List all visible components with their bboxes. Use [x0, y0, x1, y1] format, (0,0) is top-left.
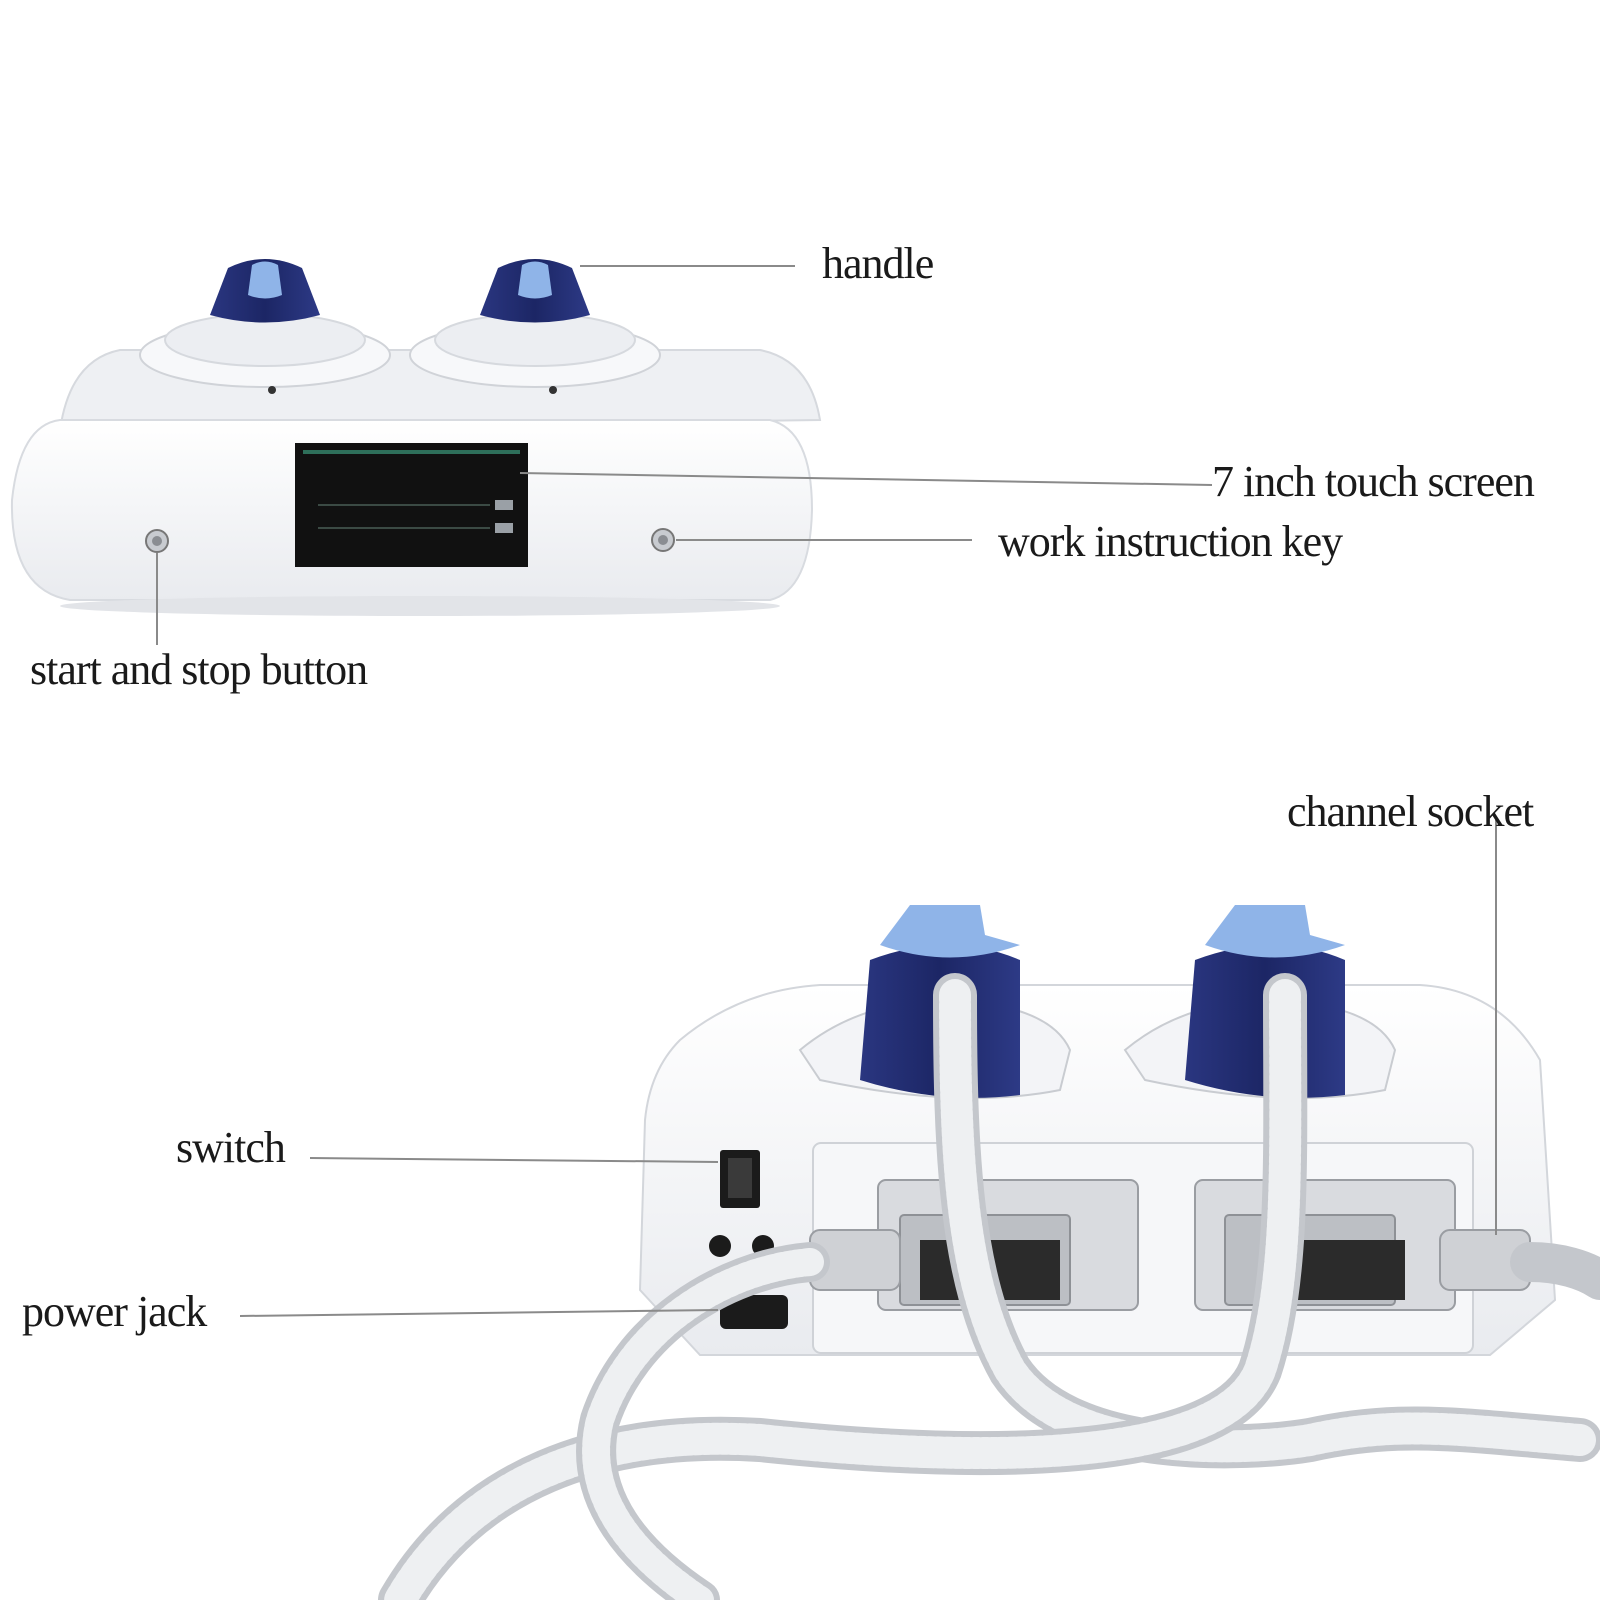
device-shadow — [60, 596, 780, 616]
leader-lines-bottom — [239, 820, 1497, 1317]
hose-icon — [378, 973, 1600, 1605]
switch-icon — [720, 1150, 760, 1208]
label-work-instruction-key: work instruction key — [998, 517, 1343, 566]
leader-line-switch — [309, 1157, 719, 1163]
label-start-stop-button: start and stop button — [30, 645, 368, 694]
leader-line-power — [239, 1309, 719, 1317]
rear-view-device — [378, 905, 1600, 1605]
leader-lines-top — [156, 265, 1213, 645]
label-touch-screen: 7 inch touch screen — [1212, 457, 1535, 506]
touch-screen-icon — [295, 443, 528, 567]
label-switch: switch — [176, 1123, 286, 1172]
button-icon — [651, 528, 675, 552]
power-jack-icon — [709, 1235, 788, 1329]
button-icon — [145, 529, 169, 553]
front-view-device — [10, 259, 822, 616]
label-channel-socket: channel socket — [1287, 787, 1534, 836]
leader-line-screen — [519, 472, 1213, 486]
label-handle: handle — [822, 239, 934, 288]
label-power-jack: power jack — [22, 1287, 207, 1336]
handle-icon — [139, 259, 391, 388]
handle-icon — [409, 259, 661, 388]
